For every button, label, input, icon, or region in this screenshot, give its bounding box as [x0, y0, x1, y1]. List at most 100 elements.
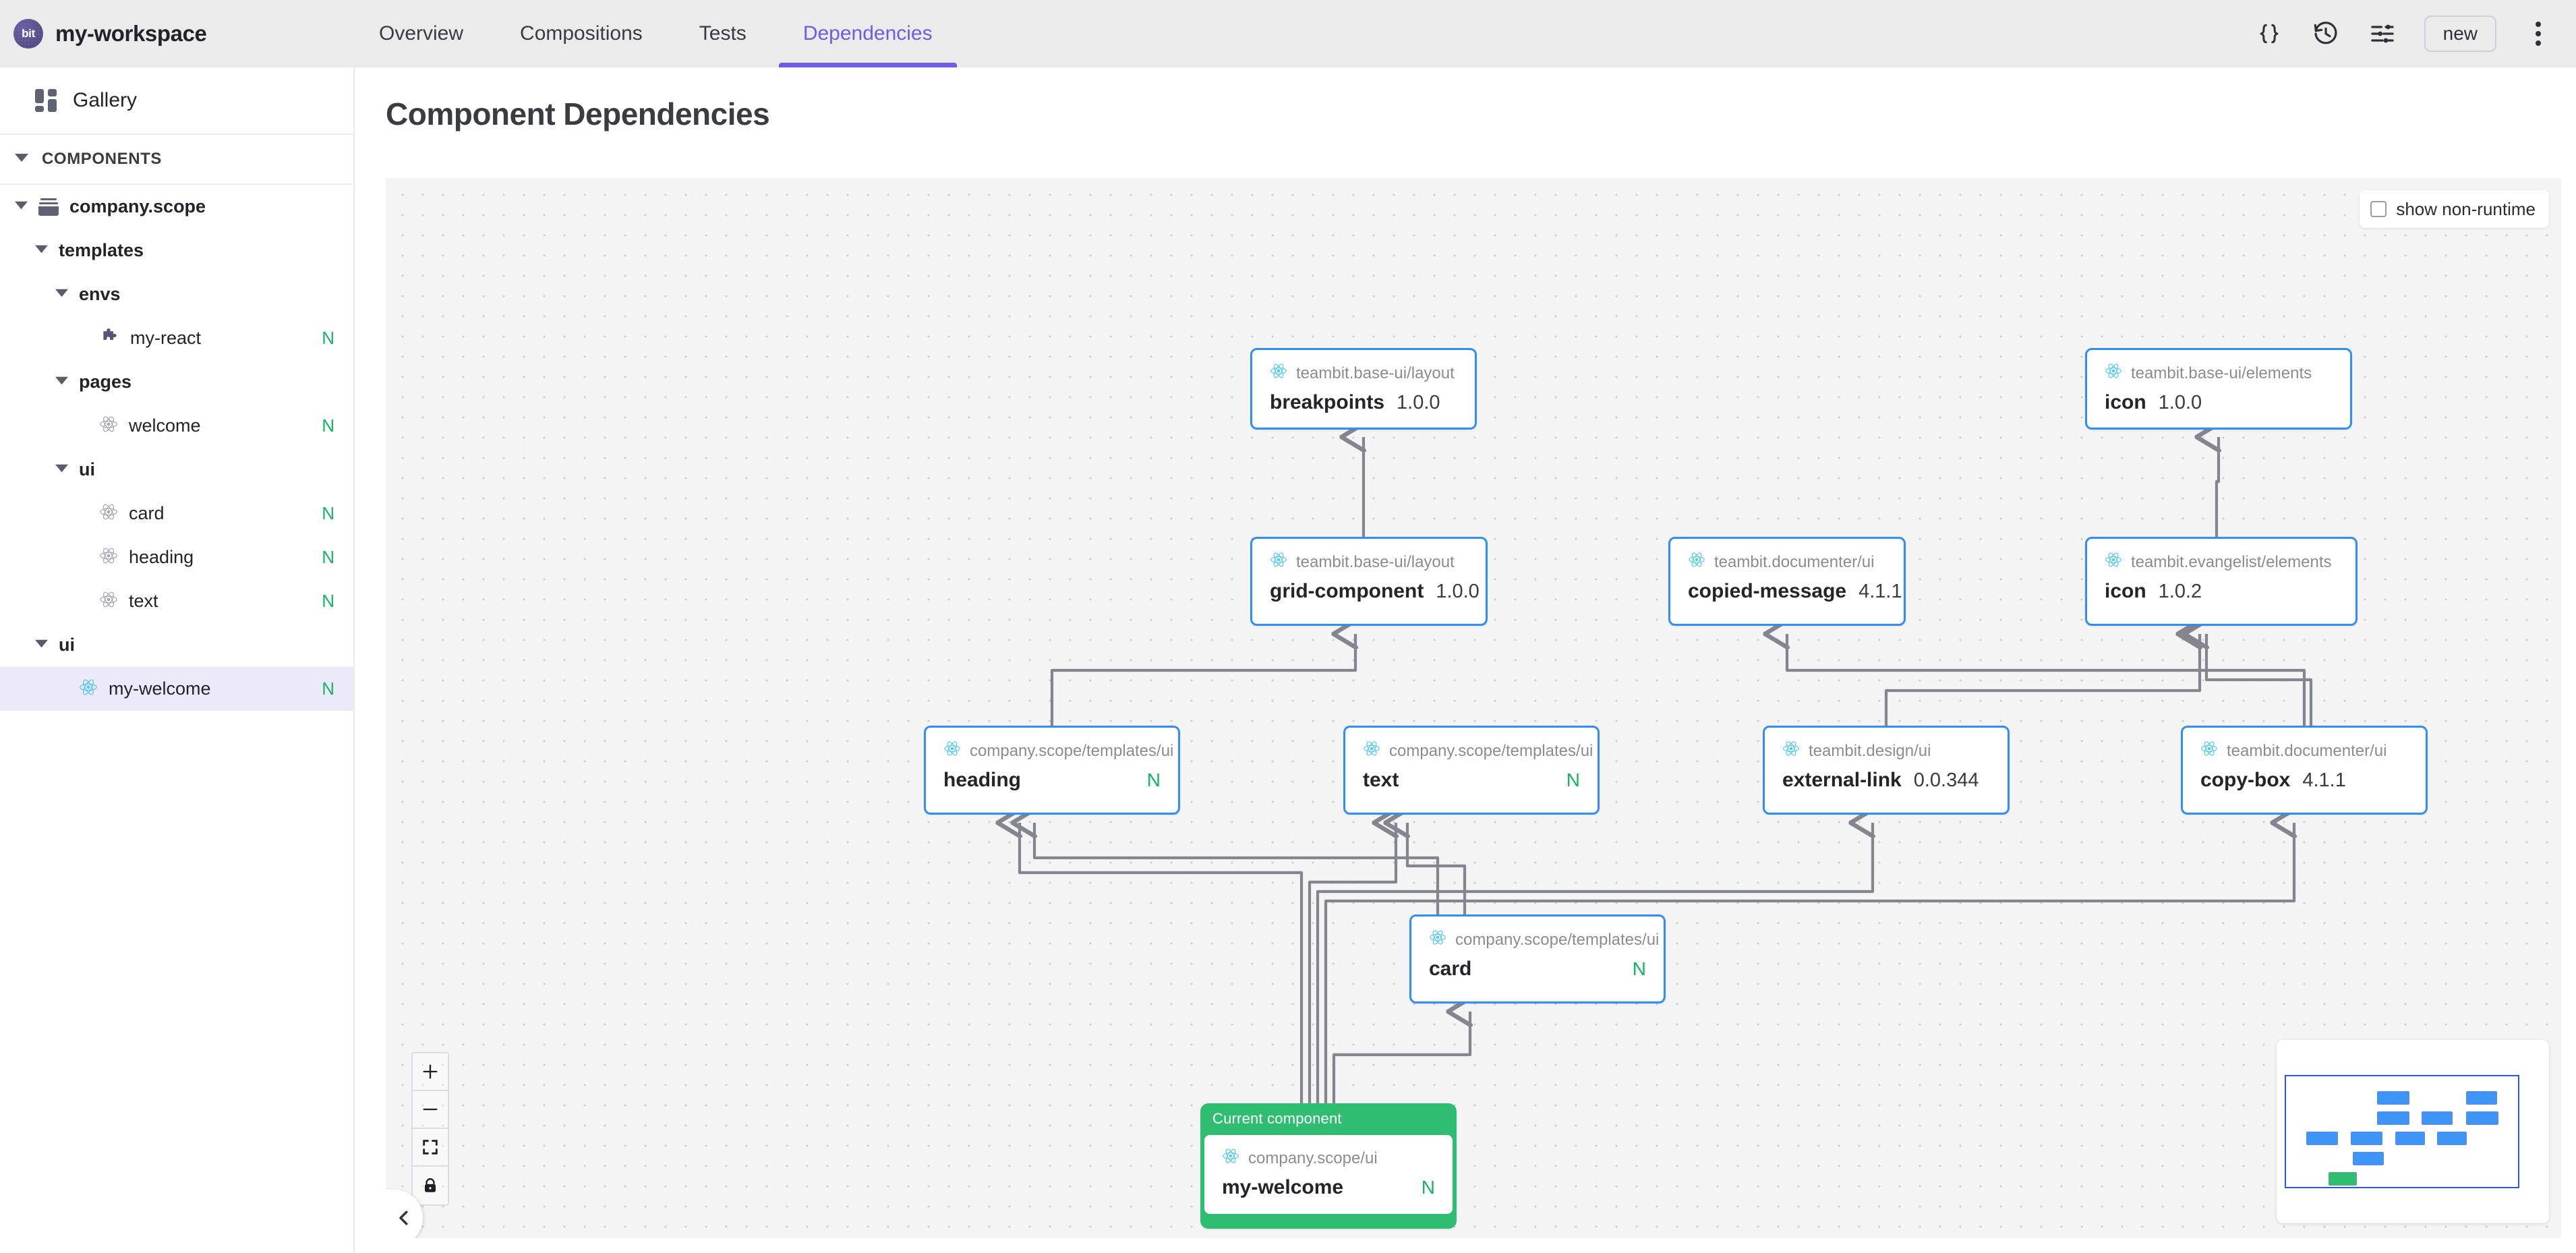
react-icon — [943, 740, 961, 762]
chevron-down-icon — [55, 374, 68, 390]
top-bar-actions: new — [2254, 16, 2576, 52]
tab-dependencies[interactable]: Dependencies — [775, 0, 961, 67]
code-braces-icon[interactable] — [2254, 19, 2284, 49]
scope-box-icon — [38, 198, 59, 216]
minimap-node — [2395, 1132, 2425, 1145]
status-badge: N — [322, 547, 334, 567]
history-clock-icon[interactable] — [2311, 19, 2341, 49]
graph-minimap[interactable] — [2277, 1040, 2549, 1223]
node-name: breakpoints — [1270, 391, 1385, 413]
sidebar-item-label: my-react — [130, 328, 202, 348]
lock-icon[interactable] — [413, 1167, 448, 1204]
node-scope: teambit.base-ui/layout — [1270, 362, 1457, 384]
minimap-viewport[interactable] — [2285, 1075, 2519, 1188]
react-icon — [1270, 362, 1287, 384]
node-name: icon — [2105, 580, 2146, 602]
node-name: my-welcome — [1222, 1176, 1344, 1198]
bit-logo-text: bit — [22, 27, 35, 40]
components-section-header[interactable]: COMPONENTS — [0, 135, 353, 185]
react-icon — [99, 546, 118, 569]
show-non-runtime-checkbox[interactable] — [2370, 201, 2387, 217]
sidebar-item-envs[interactable]: envs — [0, 272, 353, 316]
node-scope: teambit.base-ui/elements — [2105, 362, 2333, 384]
sidebar-item-label: envs — [79, 284, 121, 304]
sidebar: Gallery COMPONENTS company.scope template… — [0, 67, 355, 1253]
main-content: Component Dependencies — [355, 67, 2576, 1253]
node-scope-label: teambit.evangelist/elements — [2131, 552, 2332, 571]
sidebar-item-company-scope[interactable]: company.scope — [0, 185, 353, 229]
react-icon — [2200, 740, 2218, 762]
minimap-node — [2466, 1091, 2497, 1105]
page-title: Component Dependencies — [386, 96, 770, 132]
node-name: copy-box — [2200, 769, 2291, 791]
sidebar-item-ui[interactable]: ui — [0, 623, 353, 667]
kebab-menu-icon[interactable] — [2523, 22, 2553, 46]
node-scope-label: teambit.base-ui/layout — [1296, 552, 1455, 571]
react-icon — [99, 502, 118, 525]
node-scope: company.scope/templates/ui — [943, 740, 1173, 762]
new-button[interactable]: new — [2424, 16, 2496, 52]
node-name: grid-component — [1270, 580, 1424, 602]
node-version: 4.1.1 — [2302, 769, 2346, 791]
graph-zoom-controls — [411, 1052, 449, 1206]
tab-overview[interactable]: Overview — [351, 0, 492, 67]
sidebar-item-label: heading — [129, 547, 194, 567]
sidebar-item-label: company.scope — [69, 196, 206, 216]
zoom-out-icon[interactable] — [413, 1091, 448, 1129]
minimap-node — [2377, 1091, 2409, 1105]
sidebar-item-gallery[interactable]: Gallery — [0, 67, 353, 135]
tab-compositions[interactable]: Compositions — [492, 0, 671, 67]
node-version: 1.0.0 — [1436, 581, 1480, 602]
top-bar: bit my-workspace Overview Compositions T… — [0, 0, 2576, 67]
sidebar-item-heading[interactable]: heading N — [0, 535, 353, 579]
node-scope-label: teambit.base-ui/layout — [1296, 363, 1455, 382]
sidebar-collapse-handle[interactable] — [386, 1190, 423, 1238]
gallery-label: Gallery — [73, 89, 138, 111]
tab-tests[interactable]: Tests — [671, 0, 775, 67]
chevron-down-icon — [35, 637, 48, 653]
node-scope: teambit.evangelist/elements — [2105, 551, 2338, 573]
minimap-node — [2466, 1111, 2498, 1125]
zoom-in-icon[interactable] — [413, 1053, 448, 1091]
react-icon — [1782, 740, 1800, 762]
react-icon — [2105, 551, 2122, 573]
show-non-runtime-label: show non-runtime — [2396, 198, 2536, 219]
workspace-brand[interactable]: bit my-workspace — [0, 19, 351, 49]
node-version: 1.0.0 — [2158, 392, 2202, 413]
fit-view-icon[interactable] — [413, 1129, 448, 1167]
react-icon — [1222, 1147, 1239, 1169]
sliders-icon[interactable] — [2368, 19, 2397, 49]
sidebar-item-templates[interactable]: templates — [0, 229, 353, 272]
react-icon — [79, 678, 98, 700]
sidebar-item-pages[interactable]: pages — [0, 360, 353, 404]
node-name: copied-message — [1688, 580, 1847, 602]
show-non-runtime-toggle[interactable]: show non-runtime — [2360, 190, 2549, 228]
minimap-node — [2422, 1111, 2453, 1125]
graph-node-grid-component[interactable]: teambit.base-ui/layout grid-component 1.0.… — [1250, 537, 1488, 626]
node-scope: company.scope/templates/ui — [1363, 740, 1593, 762]
sidebar-item-ui[interactable]: ui — [0, 448, 353, 492]
workspace-title: my-workspace — [55, 21, 207, 46]
